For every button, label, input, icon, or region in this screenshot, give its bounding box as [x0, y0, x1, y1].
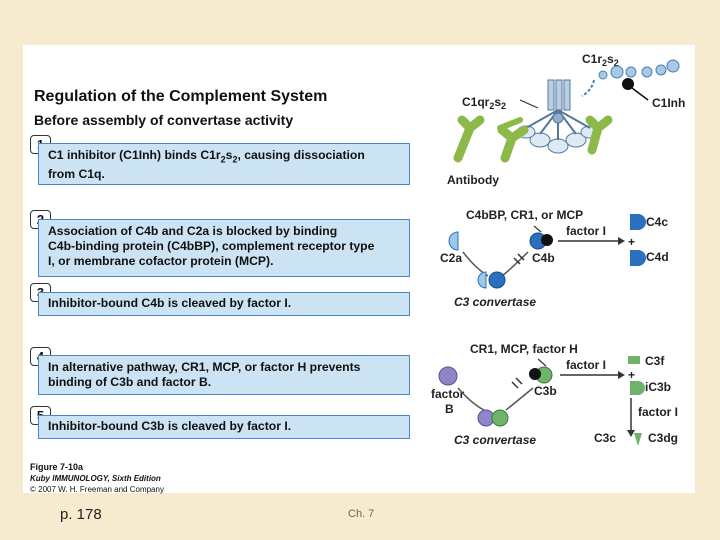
- c4d-label: C4d: [646, 250, 669, 264]
- step-2-line1: Association of C4b and C2a is blocked by…: [48, 224, 338, 238]
- c4c-shape: [630, 214, 646, 230]
- factor-b-shape: [438, 366, 458, 386]
- step-1-sub2a: 2: [220, 154, 226, 165]
- figure-title: Regulation of the Complement System: [34, 88, 328, 105]
- factor-b-label-2: B: [445, 402, 454, 416]
- cr1-pointer: [537, 358, 547, 367]
- antibody-icons: [453, 115, 613, 163]
- c3f-shape: [628, 356, 640, 364]
- c3-convertase-c4b: [488, 271, 506, 289]
- cr1-ball: [529, 368, 541, 380]
- ic3b-shape: [630, 381, 645, 395]
- step-box-2: [38, 219, 410, 277]
- step-2-text: Association of C4b and C2a is blocked by…: [48, 224, 374, 269]
- c4c-label: C4c: [646, 215, 668, 229]
- factor-i-arrowhead-1: [618, 237, 625, 245]
- step-4-line2: binding of C3b and factor B.: [48, 375, 212, 389]
- factor-i-label-1: factor I: [566, 224, 606, 238]
- block-mark-1: [513, 253, 525, 265]
- block-mark-2: [511, 377, 523, 389]
- factor-b-label-1: factor: [431, 387, 465, 401]
- step-4-line1: In alternative pathway, CR1, MCP, or fac…: [48, 360, 361, 374]
- c1inh-ball: [622, 78, 634, 90]
- factor-b-arrow: [457, 387, 485, 411]
- c1r2s2-chain: [598, 59, 680, 80]
- step-1-sub2b: 2: [232, 154, 238, 165]
- c1r2s2-label: C1r2s2: [582, 52, 619, 68]
- c4bbp-pointer: [533, 225, 542, 233]
- c3-convertase-c3b: [491, 409, 509, 427]
- step-3-text: Inhibitor-bound C4b is cleaved by factor…: [48, 296, 292, 310]
- c1q-complex: [516, 79, 600, 154]
- step-1-line1: C1 inhibitor (C1Inh) binds C1r: [48, 148, 221, 162]
- dissociation-arrow: [581, 79, 595, 97]
- step-1-line2: from C1q.: [48, 167, 105, 182]
- c2a-shape: [448, 231, 459, 251]
- c1inh-pointer: [631, 87, 649, 101]
- c3b-arrow: [505, 387, 534, 411]
- step-box-3: [38, 292, 410, 316]
- c3-convertase-c2a: [477, 271, 487, 289]
- book-caption: Kuby IMMUNOLOGY, Sixth Edition: [30, 474, 161, 483]
- factor-i-label-2: factor I: [566, 358, 606, 372]
- antibody-label: Antibody: [447, 173, 499, 187]
- c1inh-label: C1Inh: [652, 96, 685, 110]
- c3-convertase-label-2: C3 convertase: [454, 433, 536, 447]
- step-4-text: In alternative pathway, CR1, MCP, or fac…: [48, 360, 360, 390]
- c4bbp-label: C4bBP, CR1, or MCP: [466, 208, 583, 222]
- step-1-s: s: [225, 148, 233, 162]
- step-2-line3: I, or membrane cofactor protein (MCP).: [48, 254, 274, 268]
- figure-caption: Figure 7-10a: [30, 462, 84, 472]
- c1q-pointer: [519, 99, 539, 109]
- figure-subtitle: Before assembly of convertase activity: [34, 112, 294, 128]
- step-2-line2: C4b-binding protein (C4bBP), complement …: [48, 239, 375, 253]
- c4d-shape: [630, 250, 646, 266]
- plus-2: +: [628, 368, 635, 382]
- c4b-label: C4b: [532, 251, 555, 265]
- c2a-label: C2a: [440, 251, 462, 265]
- plus-1: +: [628, 235, 635, 249]
- step-1-text: C1 inhibitor (C1Inh) binds C1r2s2, causi…: [48, 148, 365, 182]
- factor-i-arrowhead-2: [618, 371, 625, 379]
- cr1-label: CR1, MCP, factor H: [470, 342, 578, 356]
- factor-i-arrowhead-3: [627, 430, 635, 437]
- factor-i-label-3: factor I: [638, 405, 678, 419]
- step-1-suffix: , causing dissociation: [237, 148, 365, 162]
- c4bbp-ball: [541, 234, 553, 246]
- ic3b-label: iC3b: [645, 380, 671, 394]
- copyright-caption: © 2007 W. H. Freeman and Company: [30, 485, 164, 494]
- c3dg-label: C3dg: [648, 431, 678, 445]
- page-number: p. 178: [60, 506, 102, 523]
- c1qr2s2-label: C1qr2s2: [462, 95, 506, 111]
- step-box-4: [38, 355, 410, 395]
- c3c-label: C3c: [594, 431, 616, 445]
- c3b-label: C3b: [534, 384, 557, 398]
- step-5-text: Inhibitor-bound C3b is cleaved by factor…: [48, 419, 292, 433]
- step-box-5: [38, 415, 410, 439]
- c3-convertase-label-1: C3 convertase: [454, 295, 536, 309]
- step-box-1: [38, 143, 410, 185]
- chapter-label: Ch. 7: [348, 508, 375, 520]
- c3dg-shape: [634, 433, 642, 446]
- c4b-arrow: [501, 251, 529, 277]
- c3f-label: C3f: [645, 354, 665, 368]
